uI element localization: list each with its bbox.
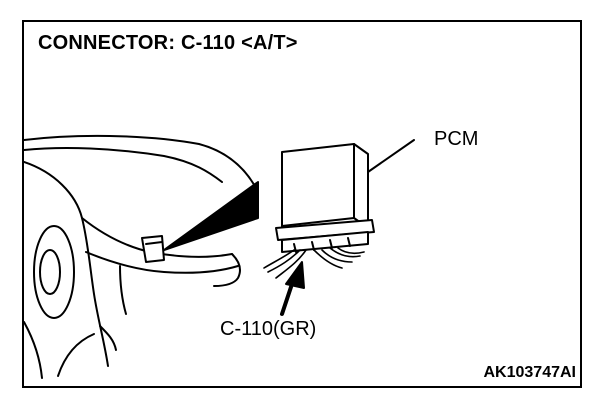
zoom-callout-wedge (163, 181, 259, 251)
dashboard-drawing (24, 134, 257, 379)
diagram-illustration (24, 134, 415, 379)
pcm-label: PCM (434, 128, 479, 150)
figure-id: AK103747AI (483, 364, 577, 381)
wire-harness-drawing (263, 247, 365, 279)
connector-label: C-110(GR) (220, 318, 317, 340)
connector-pointer-arrow (280, 261, 305, 316)
diagram-title: CONNECTOR: C-110 <A/T> (38, 32, 298, 54)
diagram-frame: CONNECTOR: C-110 <A/T> PCM C-110(GR) AK1… (22, 20, 582, 388)
pcm-module-drawing (275, 139, 415, 253)
